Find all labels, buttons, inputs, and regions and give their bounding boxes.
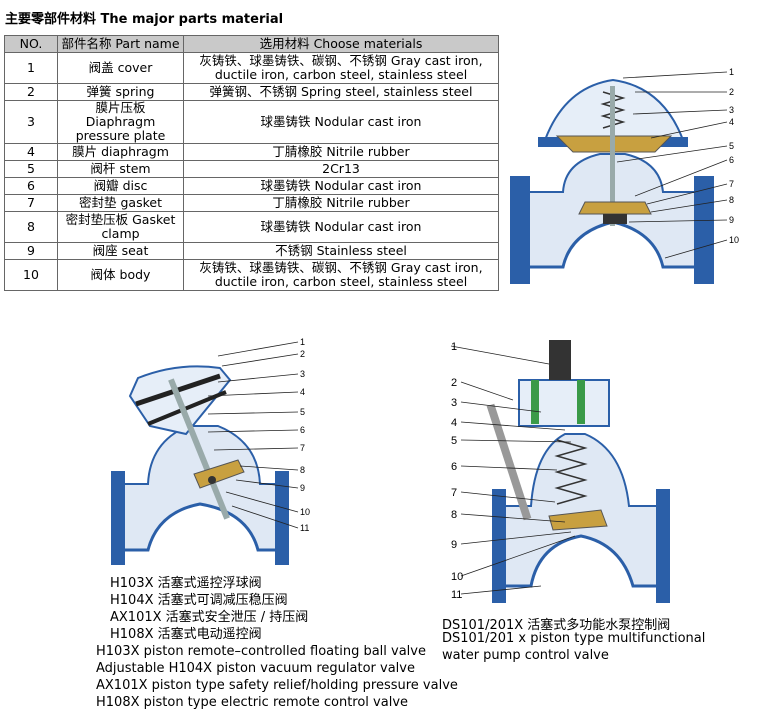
cell-part-name: 阀盖 cover — [57, 52, 184, 84]
cell-no: 10 — [4, 259, 58, 291]
cell-no: 6 — [4, 177, 58, 195]
diagram1-label-5: 5 — [729, 141, 734, 151]
caption-right-en-line: water pump control valve — [442, 648, 609, 663]
diagram2-label-7: 7 — [300, 443, 305, 453]
cell-material: 灰铸铁、球墨铸铁、碳钢、不锈钢 Gray cast iron,ductile i… — [183, 259, 499, 291]
cell-no: 3 — [4, 100, 58, 144]
diagram2-label-6: 6 — [300, 425, 305, 435]
diaphragm-valve-diagram: 1 2 3 4 5 6 7 8 9 10 — [510, 67, 739, 284]
diagram2-label-5: 5 — [300, 407, 305, 417]
diagram3-label-1: 1 — [451, 341, 457, 353]
diagram1-label-3: 3 — [729, 105, 734, 115]
diagram3-label-9: 9 — [451, 539, 457, 551]
cell-no: 9 — [4, 242, 58, 260]
diagram1-label-10: 10 — [729, 235, 739, 245]
diagram3-label-3: 3 — [451, 397, 457, 409]
diagram1-label-7: 7 — [729, 179, 734, 189]
diagram2-label-3: 3 — [300, 369, 305, 379]
cell-part-name: 弹簧 spring — [57, 83, 184, 101]
caption-right-cn: DS101/201X 活塞式多功能水泵控制阀 — [442, 618, 671, 633]
diagram2-label-10: 10 — [300, 507, 310, 517]
diagram1-label-2: 2 — [729, 87, 734, 97]
diagram2-label-9: 9 — [300, 483, 305, 493]
cell-no: 4 — [4, 143, 58, 161]
diagram2-label-2: 2 — [300, 349, 305, 359]
caption-left-en-line: H108X piston type electric remote contro… — [96, 695, 409, 710]
diagram1-label-1: 1 — [729, 67, 734, 77]
header-part-name: 部件名称 Part name — [57, 35, 184, 53]
caption-left-en-line: H103X piston remote–controlled floating … — [96, 644, 426, 659]
cell-material: 球墨铸铁 Nodular cast iron — [183, 100, 499, 144]
diagram3-label-6: 6 — [451, 461, 457, 473]
cell-part-name: 阀瓣 disc — [57, 177, 184, 195]
cell-material: 球墨铸铁 Nodular cast iron — [183, 177, 499, 195]
diagram1-label-8: 8 — [729, 195, 734, 205]
diagram3-label-8: 8 — [451, 509, 457, 521]
header-materials: 选用材料 Choose materials — [183, 35, 499, 53]
cell-part-name: 阀座 seat — [57, 242, 184, 260]
caption-left-cn-line: H103X 活塞式遥控浮球阀 — [110, 576, 262, 591]
page-title: 主要零部件材料 The major parts material — [5, 12, 284, 27]
cell-material: 2Cr13 — [183, 160, 499, 178]
cell-no: 2 — [4, 83, 58, 101]
caption-left-en: H103X piston remote–controlled floating … — [96, 644, 458, 712]
pump-control-valve-diagram: 1 2 3 4 5 6 7 8 9 10 11 — [450, 340, 670, 603]
table-header-row: NO. 部件名称 Part name 选用材料 Choose materials — [4, 35, 499, 53]
caption-left-en-line: AX101X piston type safety relief/holding… — [96, 678, 458, 693]
caption-left-cn: H103X 活塞式遥控浮球阀 H104X 活塞式可调减压稳压阀 AX101X 活… — [110, 572, 309, 642]
caption-left-cn-line: H108X 活塞式电动遥控阀 — [110, 627, 262, 642]
cell-material: 丁腈橡胶 Nitrile rubber — [183, 143, 499, 161]
cell-material: 弹簧钢、不锈钢 Spring steel, stainless steel — [183, 83, 499, 101]
diagram3-label-7: 7 — [451, 487, 457, 499]
diagram2-label-1: 1 — [300, 337, 305, 347]
cell-part-name: 阀杆 stem — [57, 160, 184, 178]
caption-right-en-line: DS101/201 x piston type multifunctional — [442, 631, 706, 646]
diagram2-label-4: 4 — [300, 387, 305, 397]
diagram3-label-4: 4 — [451, 417, 457, 429]
diagram3-label-10: 10 — [451, 571, 463, 583]
cell-part-name: 密封垫 gasket — [57, 194, 184, 212]
caption-left-en-line: Adjustable H104X piston vacuum regulator… — [96, 661, 415, 676]
parts-material-table: NO. 部件名称 Part name 选用材料 Choose materials… — [4, 35, 499, 291]
cell-material: 球墨铸铁 Nodular cast iron — [183, 211, 499, 243]
diagram3-label-11: 11 — [451, 589, 462, 601]
cell-no: 7 — [4, 194, 58, 212]
diagram3-label-5: 5 — [451, 435, 457, 447]
caption-left-cn-line: AX101X 活塞式安全泄压 / 持压阀 — [110, 610, 309, 625]
diagram1-label-6: 6 — [729, 155, 734, 165]
header-no: NO. — [4, 35, 58, 53]
diagram2-label-8: 8 — [300, 465, 305, 475]
caption-right: DS101/201X 活塞式多功能水泵控制阀 DS101/201 x pisto… — [442, 614, 705, 665]
cell-no: 8 — [4, 211, 58, 243]
cell-part-name: 阀体 body — [57, 259, 184, 291]
piston-valve-diagram: 1 2 3 4 5 6 7 8 9 10 11 — [111, 337, 310, 565]
diagram3-label-2: 2 — [451, 377, 457, 389]
cell-material: 不锈钢 Stainless steel — [183, 242, 499, 260]
diagram1-label-9: 9 — [729, 215, 734, 225]
cell-no: 5 — [4, 160, 58, 178]
diagram2-label-11: 11 — [300, 523, 309, 533]
caption-left-cn-line: H104X 活塞式可调减压稳压阀 — [110, 593, 288, 608]
cell-material: 灰铸铁、球墨铸铁、碳钢、不锈钢 Gray cast iron,ductile i… — [183, 52, 499, 84]
cell-material: 丁腈橡胶 Nitrile rubber — [183, 194, 499, 212]
diagram1-label-4: 4 — [729, 117, 734, 127]
cell-part-name: 膜片 diaphragm — [57, 143, 184, 161]
cell-no: 1 — [4, 52, 58, 84]
